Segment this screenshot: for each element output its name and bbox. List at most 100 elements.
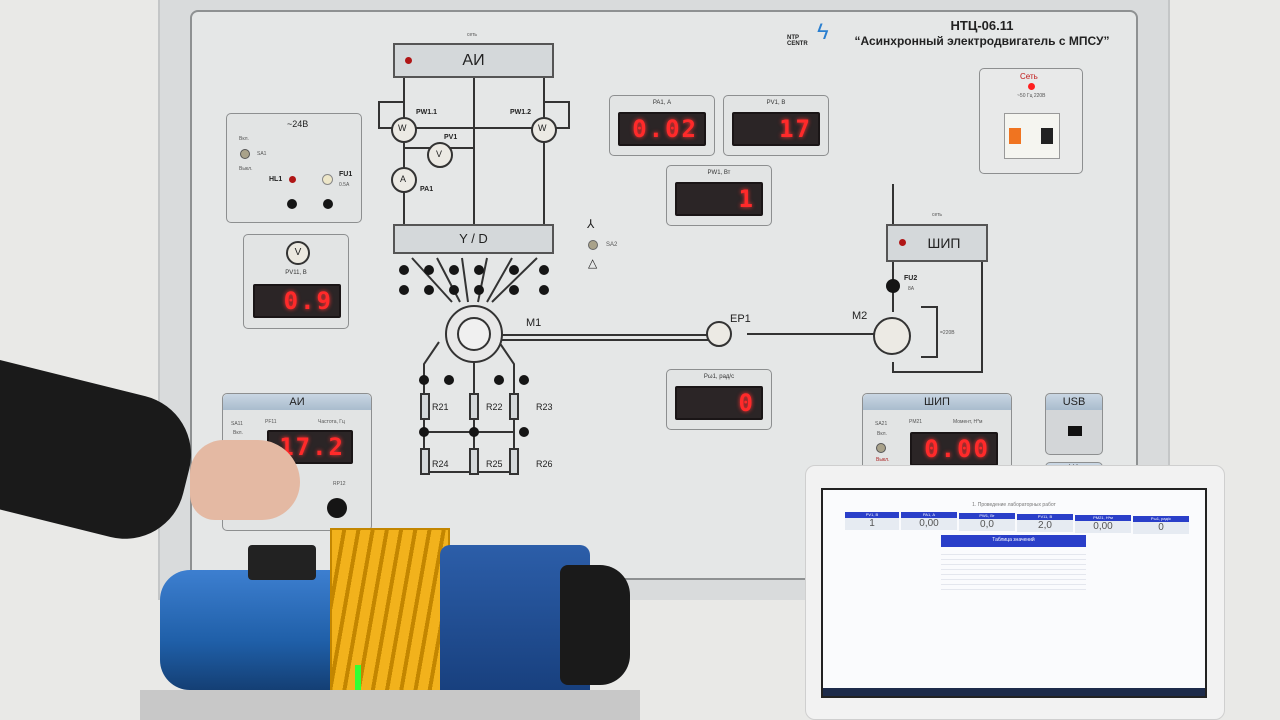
sa2-label: SA2 (606, 242, 618, 248)
ship-block-label: ШИП (927, 235, 961, 251)
terminal-socket[interactable] (287, 199, 297, 209)
pv1-symbol: V (436, 149, 443, 159)
r23-label: R23 (536, 402, 553, 412)
mains-breaker-panel: Сеть ~50 Гц 220В (979, 68, 1083, 174)
usb-module: USB (1045, 393, 1103, 455)
mains-sub-label: ~50 Гц 220В (1017, 93, 1046, 99)
breaker-lever-orange[interactable] (1009, 128, 1021, 144)
m1-label: M1 (526, 317, 542, 329)
speed-display: 0 (675, 386, 763, 420)
person-hand (190, 440, 300, 520)
column-value: 2,0 (1017, 520, 1073, 532)
speed-meter-label: Рω1, рад/с (703, 374, 735, 380)
pf11-label: PF11 (265, 419, 277, 425)
pw1-meter-panel: PW1, Вт 1 (666, 165, 772, 226)
column-value: 0,00 (901, 518, 957, 530)
hl1-lamp (289, 176, 296, 183)
sa1-off-label: Выкл. (239, 166, 253, 172)
ship-indicator-led (899, 239, 906, 246)
screen-heading: 1. Проведение лабораторных работ (972, 502, 1056, 508)
dc-motor (160, 570, 340, 690)
column-value: 0 (1133, 522, 1189, 534)
usb-title: USB (1046, 394, 1102, 410)
values-table-title: Таблица значений (941, 535, 1086, 547)
column-value: 0,00 (1075, 521, 1131, 533)
ai-block: АИ (393, 43, 554, 78)
ep1-label: EP1 (730, 313, 751, 325)
delta-icon: △ (588, 256, 598, 270)
pw12-symbol: W (538, 123, 547, 133)
values-table (941, 550, 1086, 590)
torque-display: 0.00 (910, 432, 998, 466)
ship-net-label: сеть (932, 212, 943, 218)
sa1-on-label: Вкл. (239, 136, 249, 142)
laptop-screen[interactable]: 1. Проведение лабораторных работ PV1, В … (821, 488, 1207, 698)
pw11-label: PW1.1 (416, 109, 438, 116)
ship-block: ШИП (886, 224, 988, 262)
sa21-label: SA21 (875, 421, 888, 427)
pv1-meter-label: PV1, В (766, 100, 786, 106)
laptop: 1. Проведение лабораторных работ PV1, В … (805, 465, 1225, 720)
fu2-rating: 8А (908, 286, 915, 292)
terminal-socket[interactable] (323, 199, 333, 209)
pa1-symbol: A (400, 174, 407, 184)
ai-net-label: сеть (467, 32, 478, 38)
r25-label: R25 (486, 459, 503, 469)
pa1-meter-panel: PA1, А 0.02 (609, 95, 715, 156)
power-24v-module: ~24В Вкл. SA1 Выкл. HL1 FU1 0.5А (226, 113, 362, 223)
pv1-meter-panel: PV1, В 17 (723, 95, 829, 156)
frequency-knob[interactable] (327, 498, 347, 518)
pv1-display: 17 (732, 112, 820, 146)
ai-block-label: АИ (462, 52, 485, 69)
field-voltage-label: =220В (940, 330, 955, 336)
windows-taskbar (823, 688, 1205, 696)
column-header: PM21, Н*м (1075, 515, 1131, 521)
voltmeter-symbol: V (286, 241, 310, 265)
ntp-centr-logo: NTP CENTR ϟ (787, 19, 829, 47)
pv11-display: 0.9 (253, 284, 341, 318)
rp12-label: RP12 (333, 481, 346, 487)
sa21-off-label: Выкл. (876, 457, 890, 463)
sa11-on-label: Вкл. (233, 430, 243, 436)
sa21-on-label: Вкл. (877, 431, 887, 437)
yd-block: Y / D (393, 224, 554, 254)
star-icon: ⅄ (587, 217, 595, 231)
panel-model: НТЦ-06.11 (950, 18, 1014, 33)
motor-fan-cover (560, 565, 630, 685)
voltmeter-symbol-label: V (294, 247, 302, 258)
sa11-label: SA11 (231, 421, 243, 427)
circuit-breaker[interactable] (1004, 113, 1060, 159)
pw1-meter-label: PW1, Вт (707, 170, 731, 176)
power-24v-title: ~24В (287, 119, 309, 129)
column-value: 1 (845, 518, 899, 530)
sa21-toggle-switch[interactable] (876, 443, 886, 453)
frequency-label: Частота, Гц (318, 419, 345, 425)
panel-title: “Асинхронный электродвигатель с МПСУ” (854, 34, 1110, 48)
speed-meter-panel: Рω1, рад/с 0 (666, 369, 772, 430)
pa1-display: 0.02 (618, 112, 706, 146)
r26-label: R26 (536, 459, 553, 469)
hl1-label: HL1 (269, 176, 283, 183)
torque-label: Момент, Н*м (953, 419, 983, 425)
column-value: 0,0 (959, 519, 1015, 531)
r22-label: R22 (486, 402, 503, 412)
pw1-display: 1 (675, 182, 763, 216)
mains-led (1028, 83, 1035, 90)
front-panel: NTP CENTR ϟ НТЦ-06.11 “Асинхронный элект… (190, 10, 1138, 580)
ai-indicator-led (405, 57, 412, 64)
breaker-lever-black[interactable] (1041, 128, 1053, 144)
pa1-meter-label: PA1, А (652, 100, 672, 106)
mains-label: Сеть (1020, 72, 1038, 81)
fu2-label: FU2 (904, 275, 918, 282)
motor-terminal-box (248, 545, 316, 580)
usb-port[interactable] (1068, 426, 1082, 436)
lightning-icon: ϟ (817, 19, 829, 44)
sa1-label: SA1 (257, 151, 267, 157)
column-header: PV11, В (1017, 514, 1073, 520)
circuit-diagram (378, 78, 983, 475)
pw12-label: PW1.2 (510, 109, 532, 116)
pv11-meter-panel: V PV11, В 0.9 (243, 234, 349, 329)
sa1-toggle-switch[interactable] (240, 149, 250, 159)
fu1-fuse[interactable] (322, 174, 333, 185)
sa2-switch[interactable] (588, 240, 598, 250)
